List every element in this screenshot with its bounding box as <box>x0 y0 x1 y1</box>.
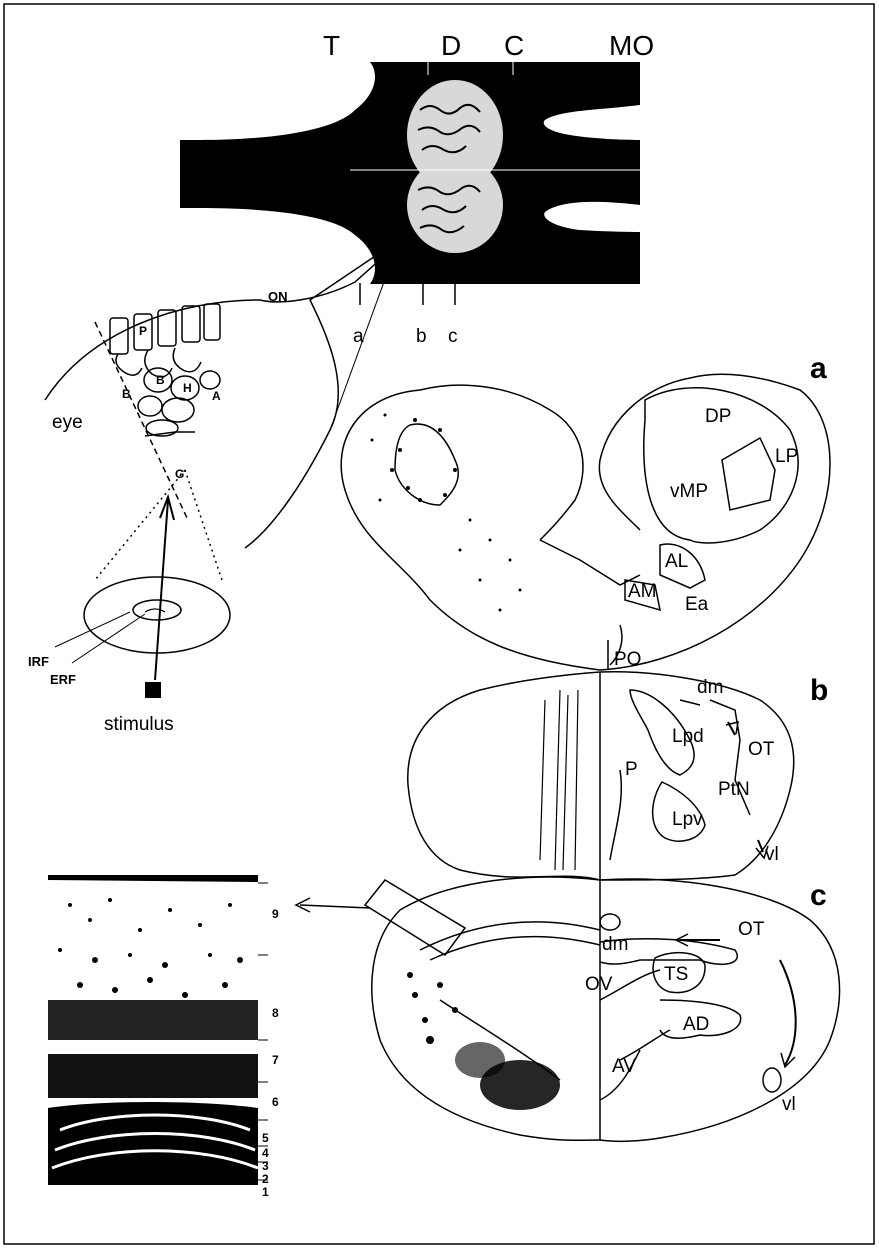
eye-schematic <box>45 238 402 680</box>
layer-label-8: 8 <box>272 1006 279 1020</box>
label-dm-b: dm <box>697 677 723 698</box>
section-b-stippling <box>540 690 578 870</box>
label-cell-H: H <box>183 381 192 395</box>
label-ON: ON <box>268 289 288 304</box>
cut-label-b: b <box>416 326 427 347</box>
label-T: T <box>323 30 340 61</box>
label-AV: AV <box>612 1056 636 1077</box>
label-LP: LP <box>775 446 798 467</box>
layer-label-5: 5 <box>262 1131 269 1145</box>
label-OV: OV <box>585 974 613 995</box>
label-TS: TS <box>664 964 688 985</box>
label-Lpd: Lpd <box>672 726 704 747</box>
tectum-layers-micrograph <box>48 875 258 1185</box>
label-cell-A: A <box>212 389 221 403</box>
label-cell-P: P <box>139 324 147 338</box>
label-cell-B1: B <box>122 387 131 401</box>
label-AD: AD <box>683 1014 709 1035</box>
label-OT-c: OT <box>738 919 765 940</box>
label-AM: AM <box>628 581 657 602</box>
layer-label-4: 4 <box>262 1146 269 1160</box>
cut-label-c: c <box>448 326 458 347</box>
dorsal-brain-view <box>180 62 640 284</box>
stimulus-square <box>145 682 161 698</box>
label-eye: eye <box>52 412 83 433</box>
label-OT-b: OT <box>748 739 775 760</box>
label-MO: MO <box>609 30 654 61</box>
label-vl-c: vl <box>782 1094 796 1115</box>
layer-label-9: 9 <box>272 907 279 921</box>
label-PtN: PtN <box>718 779 750 800</box>
layer-label-2: 2 <box>262 1172 269 1186</box>
label-cell-B2: B <box>156 373 165 387</box>
label-D: D <box>441 30 461 61</box>
section-label-a: a <box>810 352 827 385</box>
section-b-outline <box>408 625 794 880</box>
label-AL: AL <box>665 551 688 572</box>
label-Ea: Ea <box>685 594 709 615</box>
section-c-dense-region <box>407 972 560 1110</box>
label-PO: PO <box>614 649 641 670</box>
label-C: C <box>504 30 524 61</box>
section-c-outline <box>372 877 840 1141</box>
tectum-inset-box <box>296 880 465 955</box>
label-P: P <box>625 759 638 780</box>
label-Lpv: Lpv <box>672 809 703 830</box>
label-dm-c: dm <box>602 934 628 955</box>
layer-label-6: 6 <box>272 1095 279 1109</box>
layer-label-3: 3 <box>262 1159 269 1173</box>
label-ERF: ERF <box>50 672 76 687</box>
label-stimulus: stimulus <box>104 714 174 735</box>
section-label-c: c <box>810 879 827 912</box>
label-DP: DP <box>705 406 731 427</box>
cut-label-a: a <box>353 326 364 347</box>
section-label-b: b <box>810 674 828 707</box>
label-vMP: vMP <box>670 481 708 502</box>
layer-label-7: 7 <box>272 1053 279 1067</box>
label-IRF: IRF <box>28 654 49 669</box>
label-vl-b: vl <box>765 844 779 865</box>
layer-label-1: 1 <box>262 1185 269 1199</box>
label-cell-G: G <box>175 467 184 481</box>
